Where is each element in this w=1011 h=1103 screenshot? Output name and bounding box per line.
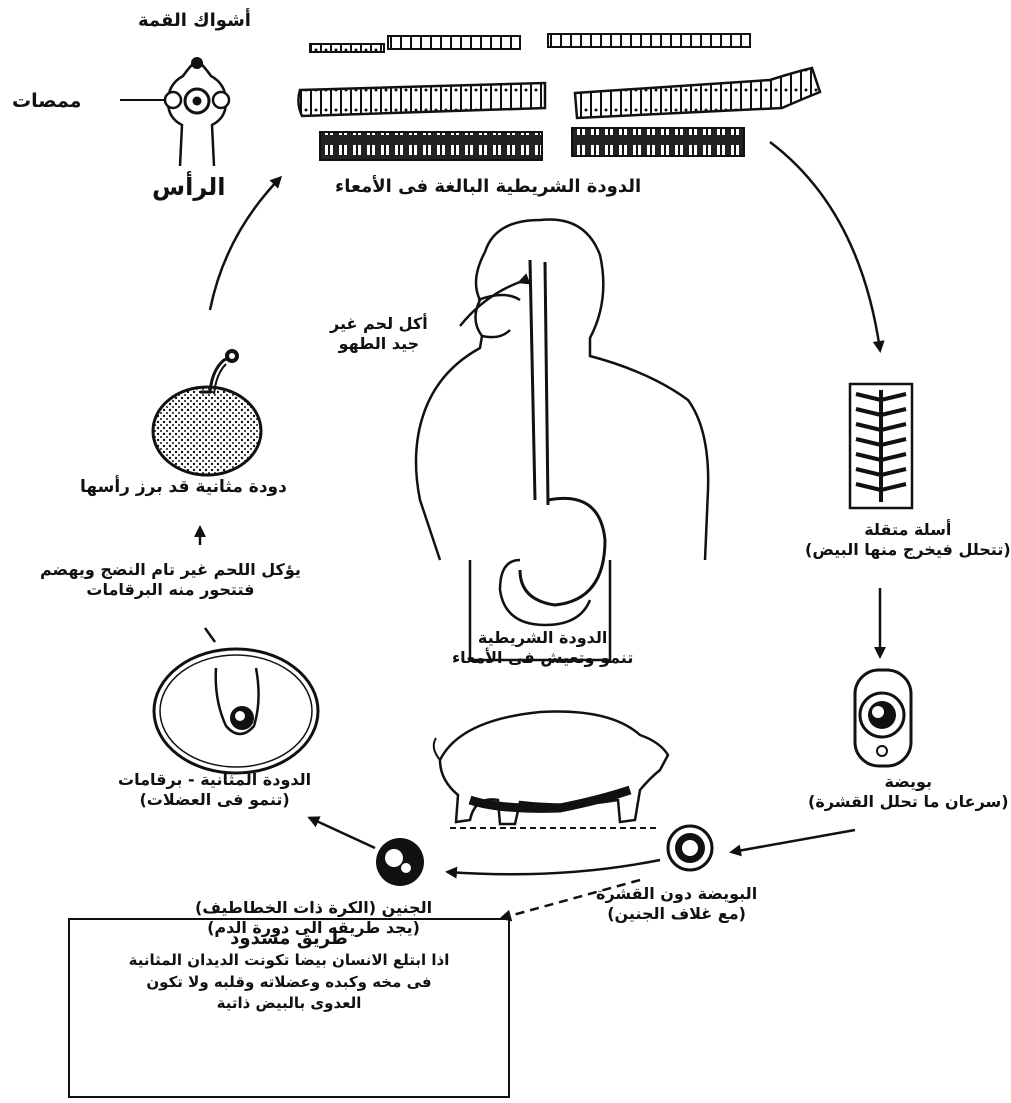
gravid-segment-drawing: [850, 384, 912, 508]
label-suckers: ممصات: [12, 90, 81, 114]
label-bladder-head: دودة مثانية قد برز رأسها: [80, 477, 287, 498]
label-grows-line2: تنمو وتعيش فى الأمعاء: [452, 648, 633, 668]
label-egg-line2: (سرعان ما تحلل القشرة): [808, 792, 1009, 812]
label-eating-line1: أكل لحم غير: [330, 314, 428, 334]
dead-end-line3: العدوى بالبيض ذاتية: [80, 994, 498, 1014]
dead-end-line1: اذا ابتلع الانسان بيضا تكونت الديدان الم…: [80, 951, 498, 971]
label-eating-line2: جيد الطهو: [330, 334, 428, 354]
label-shellless-egg: البويضة دون القشرة (مع غلاف الجنين): [596, 884, 757, 924]
label-bladder-worm: الدودة المثانية - برقامات (تنمو فى العضل…: [118, 770, 311, 810]
label-gravid-line2: (تتحلل فيخرج منها البيض): [805, 540, 1011, 560]
pig-drawing: [434, 711, 668, 828]
human-torso-drawing: [416, 219, 708, 660]
label-head: الرأس: [152, 172, 226, 202]
label-gravid-line1: أسلة متقلة: [805, 520, 1011, 540]
label-eating: أكل لحم غير جيد الطهو: [330, 314, 428, 354]
cysticercus-drawing: [154, 649, 318, 773]
label-meat-eaten: يؤكل اللحم غير تام النضج ويهضم فتتحور من…: [40, 560, 301, 600]
everted-bladder-worm-drawing: [153, 349, 261, 475]
dead-end-line2: فى مخه وكبده وعضلاته وقلبه ولا تكون: [80, 973, 498, 993]
label-hooks: أشواك القمة: [138, 10, 251, 33]
dead-end-title: طريق مسدود: [80, 928, 498, 949]
label-embryo-line1: الجنين (الكرة ذات الخطاطيف): [195, 898, 432, 918]
shellless-egg-drawing: [668, 826, 712, 870]
label-egg-line1: بويضة: [808, 772, 1009, 792]
label-shellless-line2: (مع غلاف الجنين): [596, 904, 757, 924]
label-gravid-segment: أسلة متقلة (تتحلل فيخرج منها البيض): [805, 520, 1011, 560]
label-egg: بويضة (سرعان ما تحلل القشرة): [808, 772, 1009, 812]
label-bladder-line2: (تنمو فى العضلات): [118, 790, 311, 810]
egg-drawing: [855, 670, 911, 766]
adult-tapeworm-drawing: [298, 34, 820, 160]
label-adult-worm: الدودة الشريطية البالغة فى الأمعاء: [335, 176, 641, 199]
dead-end-note: طريق مسدود اذا ابتلع الانسان بيضا تكونت …: [68, 918, 510, 1098]
label-meat-line2: فتتحور منه البرقامات: [40, 580, 301, 600]
label-bladder-line1: الدودة المثانية - برقامات: [118, 770, 311, 790]
label-meat-line1: يؤكل اللحم غير تام النضج ويهضم: [40, 560, 301, 580]
embryo-drawing: [376, 838, 424, 886]
label-shellless-line1: البويضة دون القشرة: [596, 884, 757, 904]
scolex-drawing: [120, 57, 229, 166]
label-grows-line1: الدودة الشريطية: [452, 628, 633, 648]
label-grows-in-intestine: الدودة الشريطية تنمو وتعيش فى الأمعاء: [452, 628, 633, 668]
